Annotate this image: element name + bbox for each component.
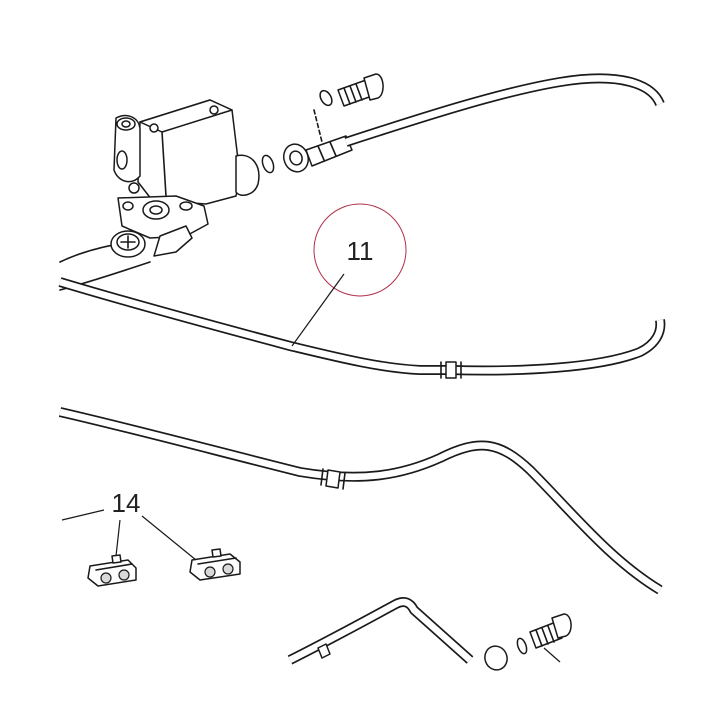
hose-clip-right <box>189 548 241 581</box>
callout-14: 14 <box>61 488 197 561</box>
callout-leader-14-a <box>61 509 105 521</box>
callout-leader-11 <box>291 273 345 347</box>
brake-hose-lower <box>58 407 663 595</box>
callout-leader-14-c <box>141 515 197 561</box>
callout-11: 11 <box>291 203 407 347</box>
callout-number-14: 14 <box>112 488 141 518</box>
banjo-fitting-top <box>261 73 384 174</box>
callout-leader-14-b <box>115 519 121 557</box>
brake-pipe-bottom <box>287 597 572 671</box>
callout-highlight-circle <box>313 203 407 297</box>
master-cylinder <box>110 99 260 258</box>
brake-hose <box>58 73 666 379</box>
callout-number-11: 11 <box>347 236 374 266</box>
hose-clip-left <box>87 554 137 587</box>
